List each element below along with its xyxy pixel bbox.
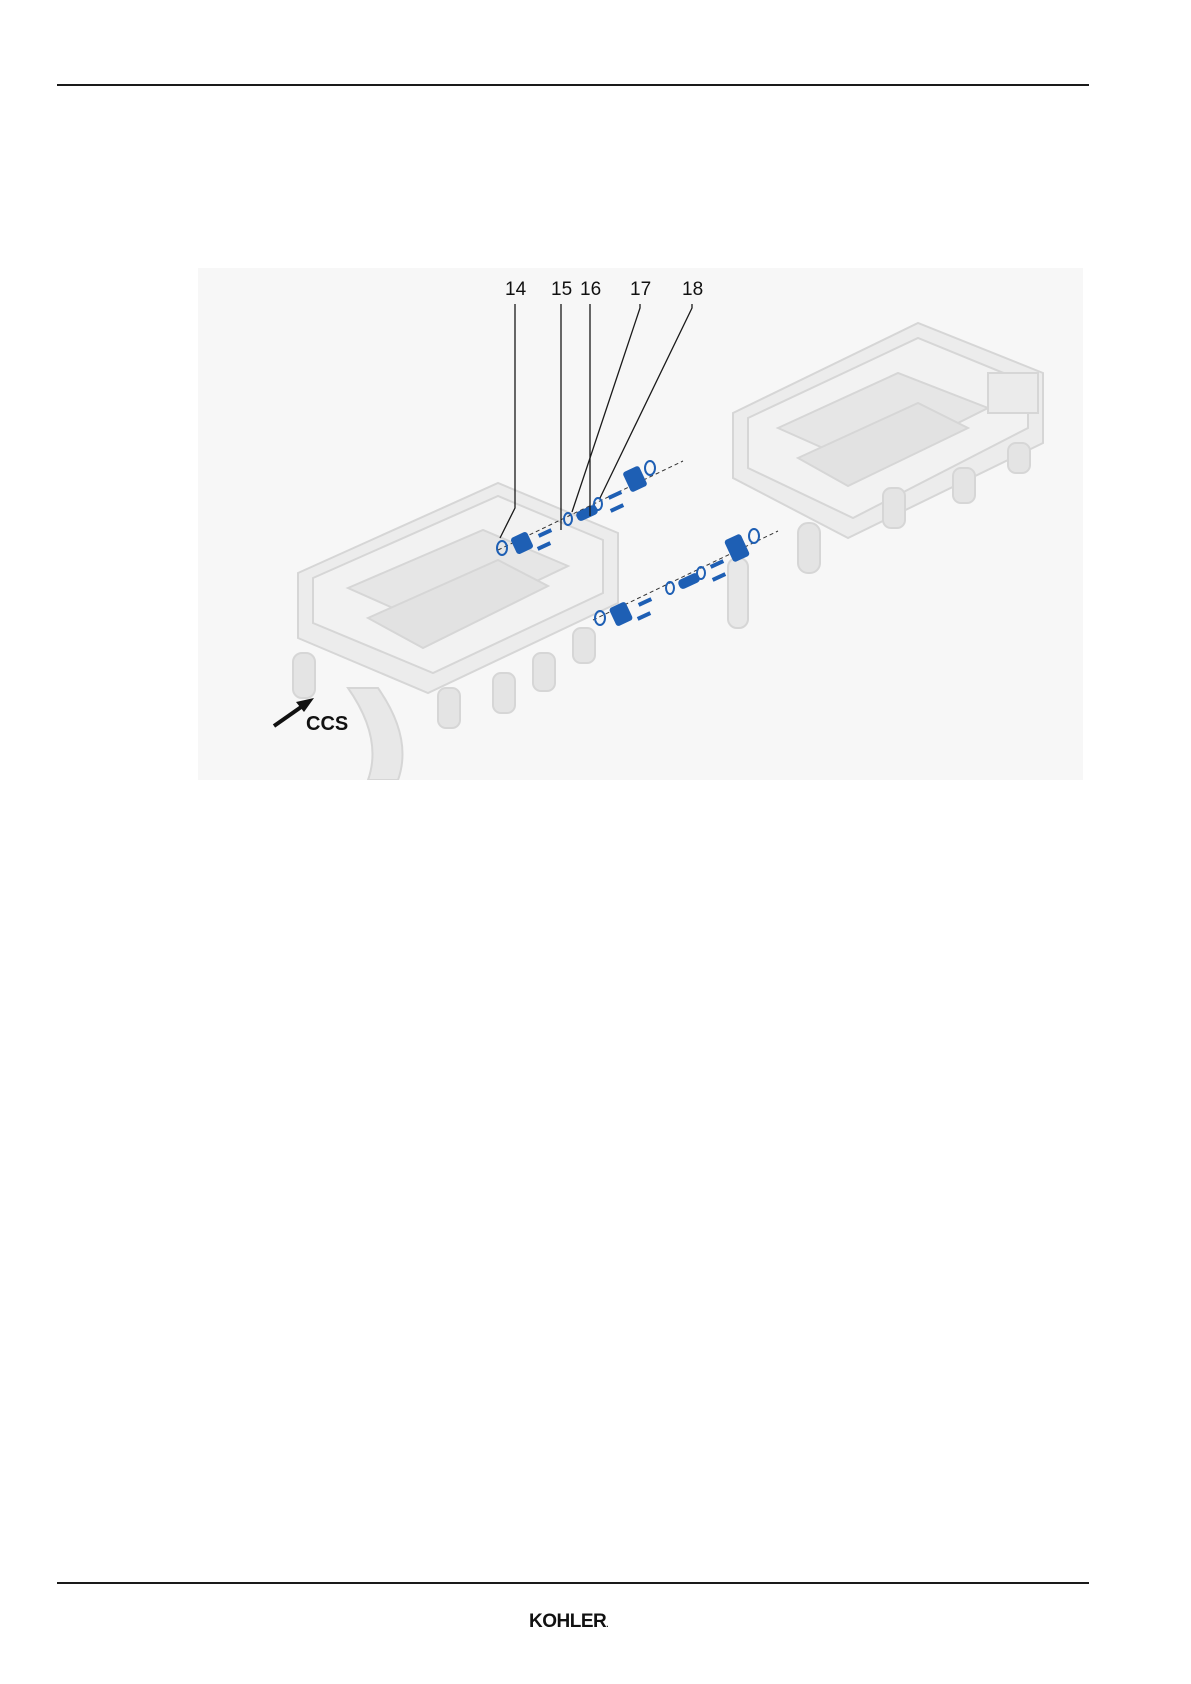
header-rule [57,84,1089,86]
callout-17: 17 [630,279,651,301]
callout-14: 14 [505,279,526,301]
callout-15: 15 [551,279,572,301]
ccs-direction-label: CCS [306,713,348,736]
exploded-view-figure [198,268,1083,780]
vertical-pipe [728,558,748,628]
callout-18: 18 [682,279,703,301]
logo-mark: . [606,1620,608,1629]
kohler-logo: KOHLER. [529,1611,608,1633]
chassis-illustration [198,268,1083,780]
callout-16: 16 [580,279,601,301]
logo-text: KOHLER [529,1611,606,1632]
footer-rule [57,1582,1089,1584]
